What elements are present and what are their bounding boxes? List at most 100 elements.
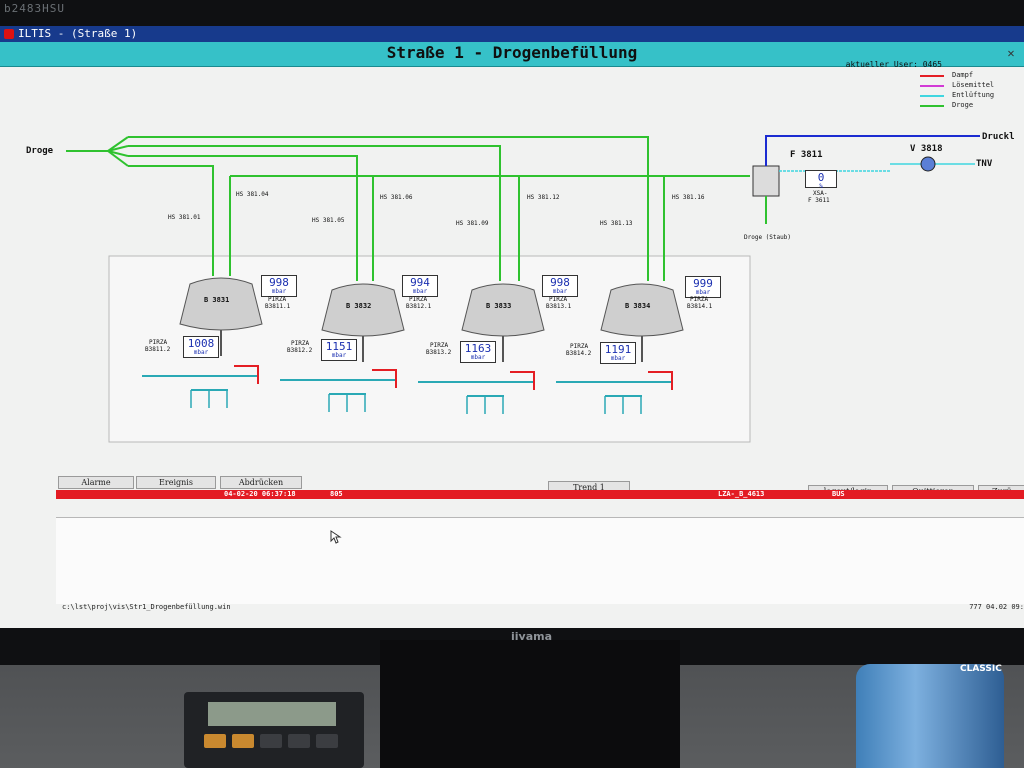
water-bottle — [856, 664, 1004, 768]
tank-b3832-bot-unit: mbar — [331, 352, 347, 359]
tank-b3832-bot-id: B3812.2 — [287, 347, 313, 354]
legend-swatch-droge — [920, 105, 944, 107]
tank-b3832-top-value-box[interactable]: 994 mbar — [402, 275, 438, 297]
staub-label: Droge (Staub) — [744, 234, 791, 241]
filter-f3811 — [752, 165, 780, 197]
tank-b3833-bot-tag: PIRZA — [430, 342, 449, 349]
druckluft-label: Druckl — [982, 132, 1015, 142]
window-titlebar: ILTIS - (Straße 1) — [0, 26, 1024, 42]
tank-b3834-top-value: 999 — [693, 277, 713, 290]
tank-b3831-top-tag: PIRZA — [268, 296, 287, 303]
valve-label-381-01: HS 381.01 — [168, 214, 201, 221]
tank-b3831-name: B 3831 — [204, 296, 230, 304]
message-area[interactable] — [56, 517, 1024, 604]
tank-b3831-icon[interactable] — [176, 266, 266, 356]
xsa-unit: % — [819, 183, 823, 190]
monitor-model-label: b2483HSU — [4, 2, 65, 15]
tank-b3833-bot-value: 1163 — [464, 342, 492, 355]
tank-b3833-top-unit: mbar — [552, 288, 568, 295]
droge-distribution — [107, 136, 750, 281]
legend-label-dampf: Dampf — [952, 71, 974, 79]
page-header: Straße 1 - Drogenbefüllung — [0, 42, 1024, 67]
valve-label-381-13: HS 381.13 — [600, 220, 633, 227]
alarm-state: BUS — [832, 490, 845, 498]
tank-b3832-outlets — [280, 369, 397, 412]
legend-swatch-entlueftung — [920, 95, 944, 97]
xsa-value: 0 — [817, 171, 825, 184]
filter-f3811-label: F 3811 — [790, 150, 823, 160]
tank-b3833-top-value-box[interactable]: 998 mbar — [542, 275, 578, 297]
legend-swatch-loesemittel — [920, 85, 944, 87]
tank-b3832-name: B 3832 — [346, 302, 372, 310]
window-title: ILTIS - (Straße 1) — [18, 27, 138, 40]
valve-v3818-label: V 3818 — [910, 144, 943, 154]
legend-label-droge: Droge — [952, 101, 974, 109]
calculator-key — [232, 734, 254, 748]
tank-b3833-bot-id: B3813.2 — [426, 349, 452, 356]
monitor-brand-logo: iiyama — [511, 630, 553, 643]
tank-b3833-icon[interactable] — [458, 272, 548, 362]
monitor-bezel: b2483HSU ILTIS - (Straße 1) Straße 1 - D… — [0, 0, 1024, 665]
status-path: c:\lst\proj\vis\Str1_Drogenbefüllung.win — [62, 603, 231, 611]
tank-b3833-bot-unit: mbar — [470, 354, 486, 361]
tank-b3832-bot-value-box[interactable]: 1151 mbar — [321, 339, 357, 361]
tank-b3831-bot-value: 1008 — [187, 337, 215, 350]
abdrucken-button[interactable]: Abdrücken — [220, 476, 302, 489]
page-title: Straße 1 - Drogenbefüllung — [386, 43, 638, 62]
tank-b3831-outlets — [142, 365, 259, 408]
calculator-key — [260, 734, 282, 748]
tank-b3833-top-value: 998 — [550, 276, 570, 289]
valve-label-381-05: HS 381.05 — [312, 217, 345, 224]
tank-b3834-top-id: B3814.1 — [687, 303, 713, 310]
app-icon — [4, 29, 14, 39]
tank-b3832-top-unit: mbar — [412, 288, 428, 295]
tank-b3832-top-id: B3812.1 — [406, 303, 432, 310]
tank-b3834-bot-value-box[interactable]: 1191 mbar — [600, 342, 636, 364]
tank-b3833-bot-value-box[interactable]: 1163 mbar — [460, 341, 496, 363]
tank-b3834-name: B 3834 — [625, 302, 651, 310]
valve-label-381-12: HS 381.12 — [527, 194, 560, 201]
tank-b3831-bot-tag: PIRZA — [149, 339, 168, 346]
tank-b3834-outlets — [556, 371, 673, 414]
tank-b3831-bot-value-box[interactable]: 1008 mbar — [183, 336, 219, 358]
tank-b3834-top-tag: PIRZA — [690, 296, 709, 303]
tank-b3831-top-value-box[interactable]: 998 mbar — [261, 275, 297, 297]
xsa-value-box[interactable]: 0 % — [805, 170, 837, 190]
tank-b3834-bot-tag: PIRZA — [570, 343, 589, 350]
valve-label-381-06: HS 381.06 — [380, 194, 413, 201]
alarm-bar[interactable]: 04-02-20 06:37:18 805 LZA-_B_4613 BUS — [56, 490, 1024, 499]
calculator-display — [208, 702, 336, 726]
tank-b3833-name: B 3833 — [486, 302, 512, 310]
tank-b3831-bot-id: B3811.2 — [145, 346, 171, 353]
legend-label-loesemittel: Lösemittel — [952, 81, 995, 89]
alarme-button[interactable]: Alarme — [58, 476, 134, 489]
close-icon[interactable]: ✕ — [1007, 46, 1015, 60]
valve-label-381-04: HS 381.04 — [236, 191, 269, 198]
screen: ILTIS - (Straße 1) Straße 1 - Drogenbefü… — [0, 26, 1024, 628]
tank-b3834-icon[interactable] — [597, 272, 687, 362]
tank-b3833-top-tag: PIRZA — [549, 296, 568, 303]
tank-b3831-bot-unit: mbar — [193, 349, 209, 356]
tank-b3833-top-id: B3813.1 — [546, 303, 572, 310]
tank-b3834-top-value-box[interactable]: 999 mbar — [685, 276, 721, 298]
tank-b3834-bot-value: 1191 — [604, 343, 632, 356]
calculator-key — [204, 734, 226, 748]
tank-b3834-bot-unit: mbar — [610, 355, 626, 362]
tank-b3834-bot-id: B3814.2 — [566, 350, 592, 357]
tank-b3832-bot-tag: PIRZA — [291, 340, 310, 347]
valve-label-381-09: HS 381.09 — [456, 220, 489, 227]
valve-label-381-16: HS 381.16 — [672, 194, 705, 201]
tank-b3831-top-value: 998 — [269, 276, 289, 289]
ereignis-button[interactable]: Ereignis — [136, 476, 216, 489]
tank-b3831-top-id: B3811.1 — [265, 303, 291, 310]
legend-label-entlueftung: Entlüftung — [952, 91, 995, 99]
tank-b3831-top-unit: mbar — [271, 288, 287, 295]
tank-b3832-icon[interactable] — [318, 272, 408, 362]
calculator-key — [316, 734, 338, 748]
tank-b3832-top-tag: PIRZA — [409, 296, 428, 303]
tnv-label: TNV — [976, 159, 993, 169]
tank-b3834-top-unit: mbar — [695, 289, 711, 296]
monitor-stand — [380, 640, 680, 768]
tank-b3832-top-value: 994 — [410, 276, 430, 289]
druckluft-line — [765, 135, 980, 166]
